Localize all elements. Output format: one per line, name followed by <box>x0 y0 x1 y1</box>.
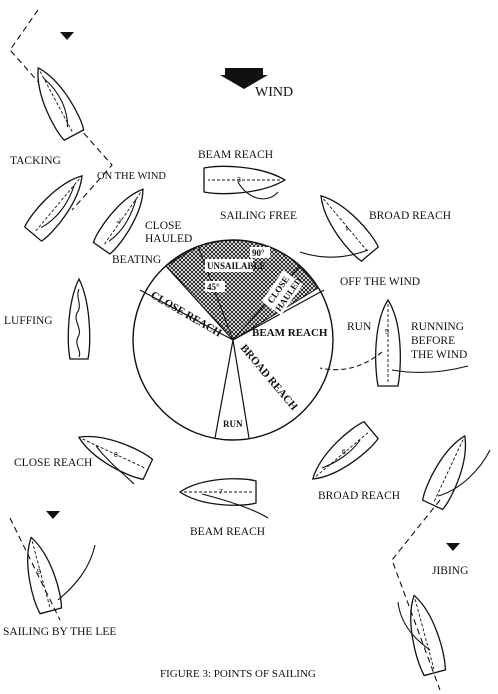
label-beating: BEATING <box>112 254 161 266</box>
label-beam-reach-top: BEAM REACH <box>198 149 273 161</box>
boat-number: 4 <box>344 225 352 233</box>
jibing-path <box>391 499 441 691</box>
boat-number: 9 <box>37 568 43 576</box>
boat-tacking <box>37 66 85 141</box>
label-tacking: TACKING <box>10 155 61 167</box>
boat-luffing <box>67 277 91 360</box>
sail-close-reach-bottom <box>95 445 135 485</box>
boat-broad-reach-bottom: 6 <box>311 420 379 480</box>
boat-on-the-wind <box>23 174 83 242</box>
points-of-sailing-wheel: UNSAILABLE 90° 45° CLOSE HAULED CLOSE RE… <box>132 239 334 441</box>
boat-run: 5 <box>375 298 401 387</box>
boat-sailing-by-the-lee: 9 <box>27 536 63 615</box>
by-the-lee-path <box>9 517 61 621</box>
sail-beam-reach-bottom <box>201 493 269 519</box>
label-off-the-wind: OFF THE WIND <box>340 276 420 288</box>
sail-beam-reach-top <box>237 181 279 200</box>
label-running-before-3: THE WIND <box>411 349 467 361</box>
label-jibing: JIBING <box>432 565 468 577</box>
boat-close-reach-bottom: 8 <box>77 435 154 481</box>
label-close-reach: CLOSE REACH <box>14 457 92 469</box>
wind-arrow-icon <box>220 68 268 89</box>
boat-number: 6 <box>342 449 346 456</box>
sail-broad-reach-bottom <box>321 439 361 469</box>
label-run: RUN <box>347 321 372 333</box>
sail-jibing-upper <box>437 449 491 497</box>
wind-label: WIND <box>255 85 293 100</box>
boat-beam-reach-top: 3 <box>203 165 287 195</box>
boat-close-hauled: 2 <box>92 188 144 255</box>
boat-number: 2 <box>115 218 122 226</box>
sail-by-the-lee <box>57 544 96 601</box>
label-broad-reach-top: BROAD REACH <box>369 210 451 222</box>
boat-number: 8 <box>114 452 118 459</box>
angle-45-label: 45° <box>207 282 220 292</box>
small-wind-arrow-icon <box>446 543 460 551</box>
wheel-beam-reach-label: BEAM REACH <box>252 327 328 339</box>
boat-number: 3 <box>237 177 241 184</box>
sail-run-right <box>391 365 469 374</box>
boat-number: 5 <box>385 329 389 336</box>
label-close-hauled-2: HAULED <box>145 233 192 245</box>
small-wind-arrow-icon <box>60 32 74 40</box>
label-beam-reach-bottom: BEAM REACH <box>190 526 265 538</box>
label-broad-reach-bottom: BROAD REACH <box>318 490 400 502</box>
boat-beam-reach-bottom: 7 <box>178 478 257 506</box>
boat-jibing-upper <box>421 434 467 511</box>
unsailable-label: UNSAILABLE <box>207 261 266 271</box>
sail-run-left <box>319 351 383 371</box>
label-luffing: LUFFING <box>4 315 53 327</box>
angle-90-label: 90° <box>252 248 265 258</box>
label-close-hauled-1: CLOSE <box>145 220 181 232</box>
sail-broad-reach-top <box>299 249 369 258</box>
label-sailing-by-the-lee: SAILING BY THE LEE <box>3 626 116 638</box>
label-on-the-wind: ON THE WIND <box>97 171 166 182</box>
label-running-before-2: BEFORE <box>411 335 455 347</box>
small-wind-arrow-icon <box>46 511 60 519</box>
sector-45 <box>165 245 234 341</box>
boat-jibing-lower <box>410 594 447 677</box>
boat-number: 7 <box>219 489 223 496</box>
boat-broad-reach-top: 4 <box>320 194 380 262</box>
label-sailing-free: SAILING FREE <box>220 210 297 222</box>
figure-caption: FIGURE 3: POINTS OF SAILING <box>160 668 316 680</box>
wheel-run-label: RUN <box>223 419 243 429</box>
sail-jibing-lower <box>397 601 431 651</box>
label-running-before-1: RUNNING <box>411 321 464 333</box>
